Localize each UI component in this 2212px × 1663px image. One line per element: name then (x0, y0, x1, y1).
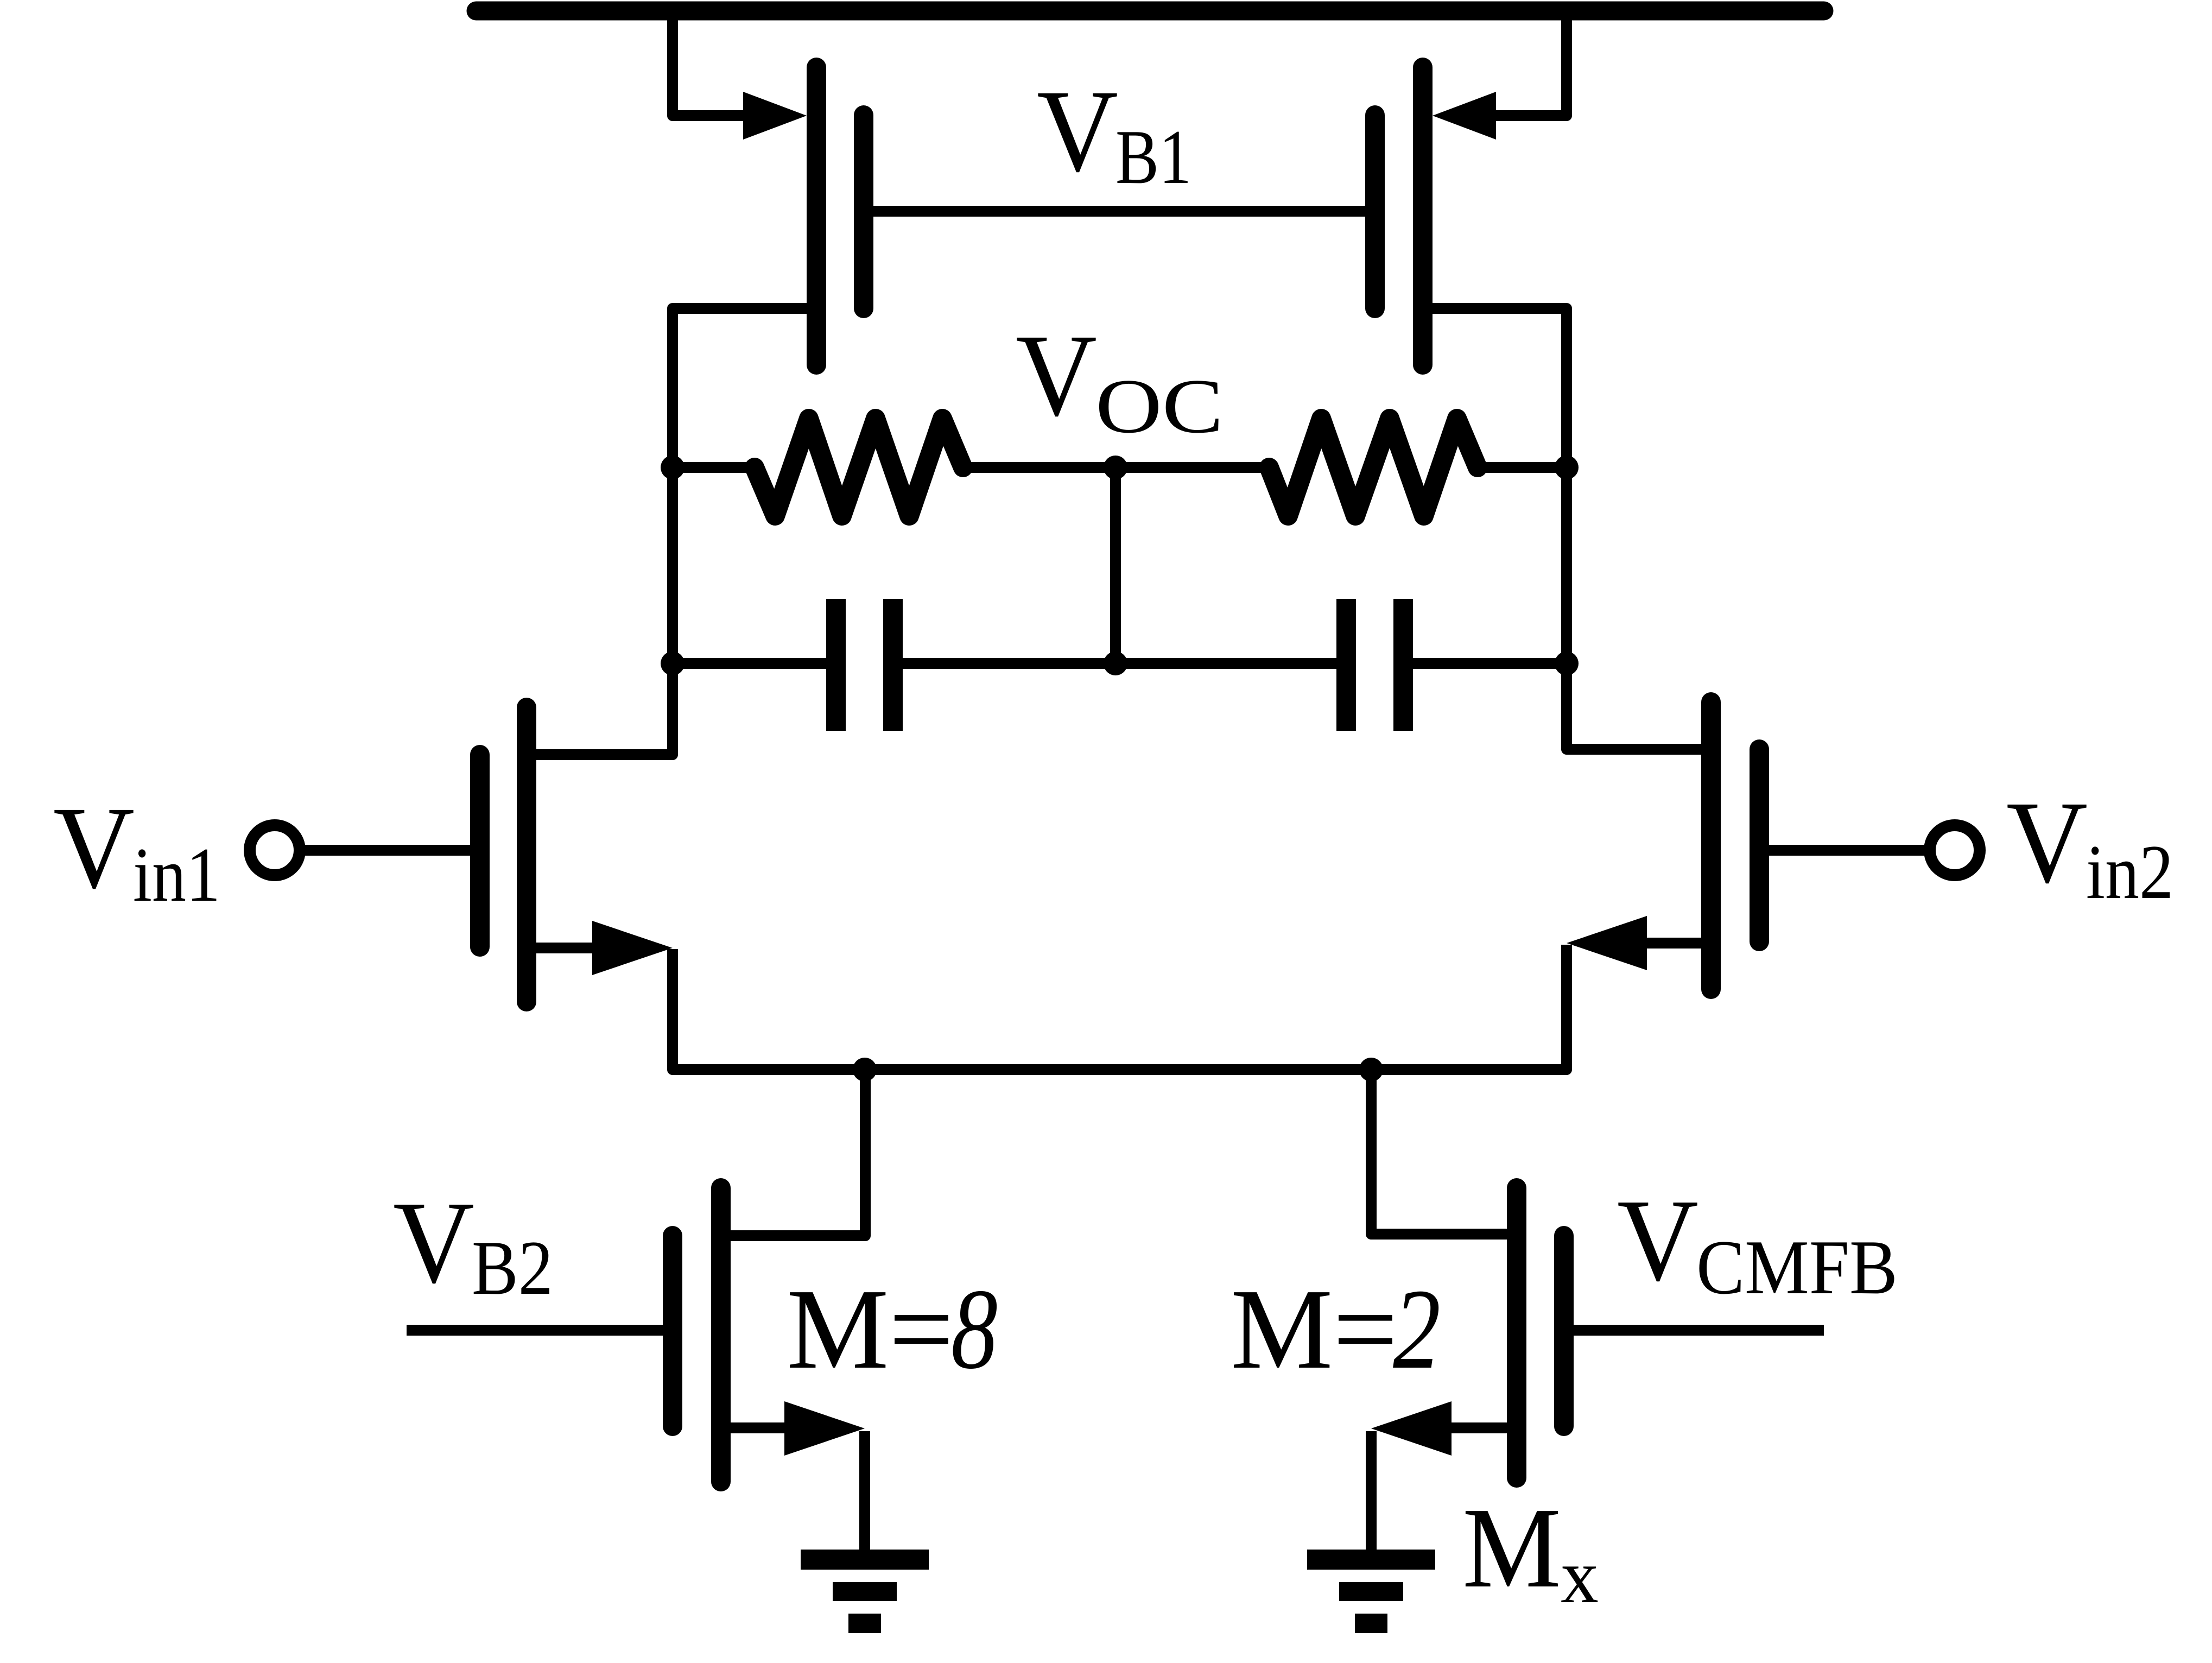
svg-text:CMFB: CMFB (1696, 1224, 1898, 1310)
svg-text:in2: in2 (2086, 829, 2173, 915)
svg-text:V: V (2006, 777, 2088, 907)
svg-text:B2: B2 (472, 1225, 553, 1311)
svg-text:V: V (1037, 66, 1118, 196)
svg-text:M: M (1462, 1484, 1561, 1611)
svg-text:V: V (1016, 310, 1097, 440)
svg-text:V: V (1617, 1175, 1698, 1305)
svg-text:M=: M= (787, 1265, 954, 1393)
svg-text:B1: B1 (1115, 114, 1191, 200)
svg-text:in1: in1 (133, 832, 220, 918)
svg-text:2: 2 (1393, 1265, 1441, 1393)
svg-text:M=: M= (1231, 1265, 1398, 1393)
svg-text:OC: OC (1095, 363, 1224, 449)
svg-text:8: 8 (951, 1265, 998, 1393)
svg-text:V: V (53, 782, 135, 913)
svg-text:V: V (393, 1177, 474, 1307)
svg-text:x: x (1561, 1533, 1599, 1619)
